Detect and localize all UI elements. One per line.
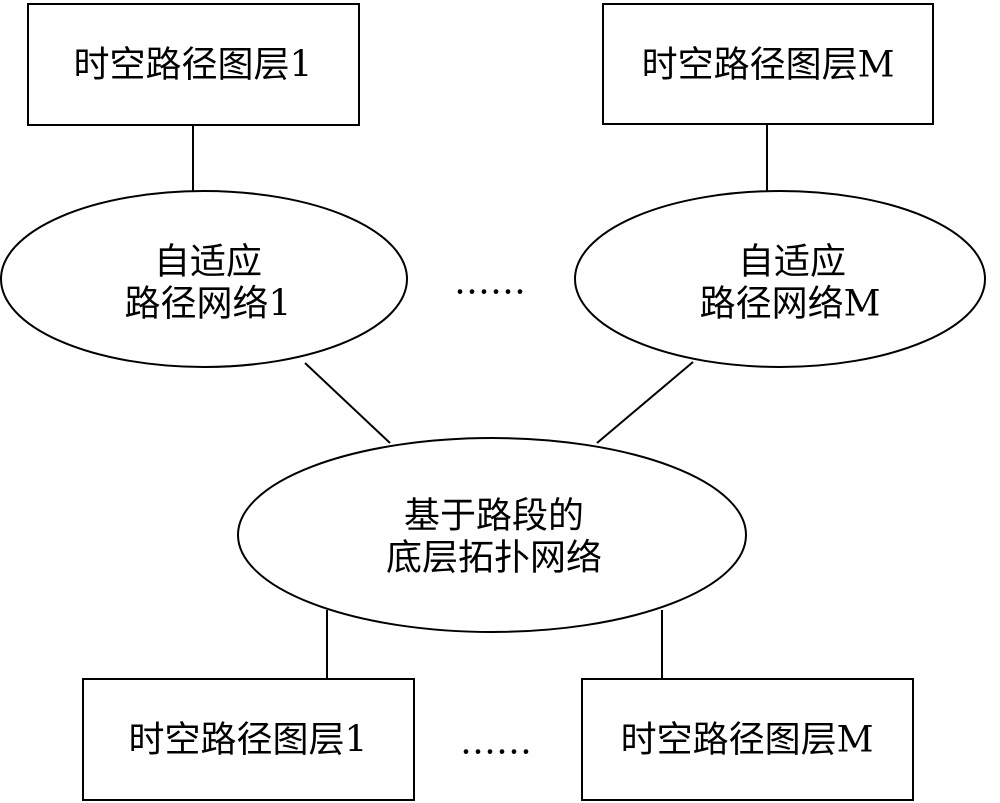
bottom-layer-box-1 (82, 678, 415, 801)
top-layer-box-1 (27, 3, 360, 126)
top-layer-box-m (602, 3, 934, 125)
bottom-layer-ellipsis: …… (460, 722, 532, 763)
adaptive-network-label-m-line1: 自适应 (738, 242, 846, 283)
adaptive-network-ellipse-m (574, 190, 986, 368)
base-topology-network-ellipse (237, 437, 747, 633)
base-network-label-line1: 基于路段的 (404, 496, 584, 537)
bottom-layer-label-1: 时空路径图层1 (129, 720, 368, 761)
adaptive-network-label-1-line1: 自适应 (154, 242, 262, 283)
connector-adaptive-right-to-base (596, 361, 694, 444)
top-layer-label-m: 时空路径图层M (642, 45, 895, 86)
adaptive-network-ellipsis: …… (454, 262, 526, 303)
adaptive-network-label-1-line2: 路径网络1 (125, 284, 292, 325)
base-network-label-line2: 底层拓扑网络 (386, 538, 602, 579)
bottom-layer-label-m: 时空路径图层M (621, 720, 874, 761)
adaptive-network-ellipse-1 (0, 190, 408, 368)
bottom-layer-box-m (581, 678, 914, 801)
connector-adaptive-left-to-base (304, 362, 391, 444)
top-layer-label-1: 时空路径图层1 (74, 45, 313, 86)
adaptive-network-label-m-line2: 路径网络M (700, 284, 881, 325)
